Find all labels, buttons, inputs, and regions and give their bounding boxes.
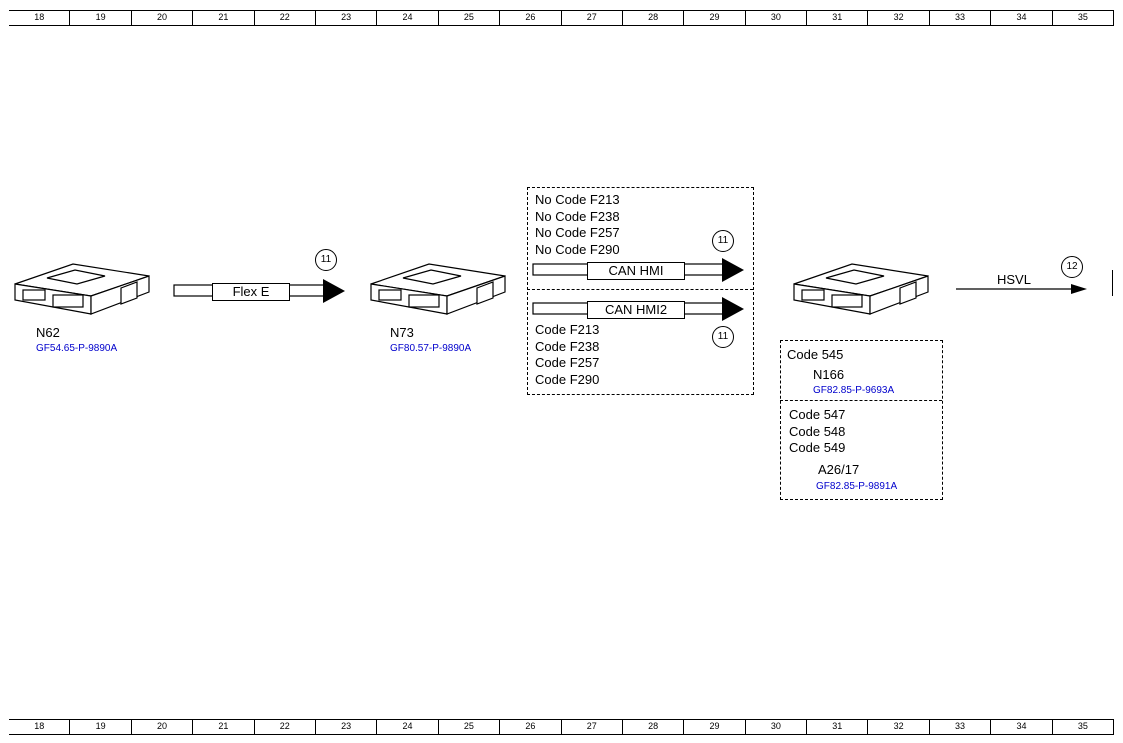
module-n73-ref-link[interactable]: GF80.57-P-9890A [390, 343, 472, 354]
ruler-column-number: 18 [34, 12, 45, 22]
module-n62-ref-link[interactable]: GF54.65-P-9890A [36, 343, 118, 354]
code-list: Code F213 Code F238 Code F257 Code F290 [535, 322, 599, 388]
code-item: Code 548 [789, 423, 846, 439]
ruler-column-number: 28 [621, 11, 683, 25]
ruler-column-number: 35 [1051, 720, 1115, 734]
ruler-column-number: 24 [376, 720, 437, 734]
flex-e-bus-label: Flex E [212, 283, 290, 301]
ruler-column-number: 34 [990, 11, 1051, 25]
ruler-column-number: 19 [69, 720, 130, 734]
no-code-item: No Code F238 [535, 208, 620, 224]
ruler-column-number: 31 [806, 720, 867, 734]
ruler-column-number: 29 [683, 720, 744, 734]
hsvl-bus-label: HSVL [997, 272, 1031, 287]
ruler-column-number: 22 [253, 720, 315, 734]
variant-code-box [780, 340, 943, 500]
no-code-list: No Code F213 No Code F238 No Code F257 N… [535, 192, 620, 258]
ruler-column-number: 21 [192, 720, 253, 734]
ruler-column-number: 27 [560, 11, 622, 25]
sheet-edge-mark [1112, 270, 1113, 296]
ruler-column-number: 22 [253, 11, 315, 25]
ecu-module-n166-icon[interactable] [792, 262, 932, 322]
connector-12-badge[interactable]: 12 [1061, 256, 1083, 278]
ruler-column-number: 25 [437, 720, 499, 734]
ecu-module-n62-icon[interactable] [13, 262, 153, 322]
module-n73-label: N73 [390, 325, 414, 340]
no-code-item: No Code F213 [535, 192, 620, 207]
module-a26-ref-link[interactable]: GF82.85-P-9891A [816, 481, 898, 492]
code-item: Code 547 [789, 407, 846, 422]
no-code-item: No Code F290 [535, 241, 620, 257]
ruler-column-number: 30 [744, 11, 806, 25]
ruler-column-number: 23 [314, 720, 376, 734]
code-item: Code 549 [789, 440, 846, 455]
connector-11-badge[interactable]: 11 [712, 326, 734, 348]
code-item: Code F257 [535, 355, 600, 370]
ruler-column-number: 34 [990, 720, 1051, 734]
ruler-column-number: 32 [867, 11, 928, 25]
ruler-column-number: 32 [867, 720, 928, 734]
module-n166-label: N166 [813, 367, 845, 382]
ruler-column-number: 23 [314, 11, 376, 25]
code-item: Code F290 [535, 371, 600, 387]
ruler-column-number: 24 [376, 11, 437, 25]
module-a26-label: A26/17 [818, 462, 860, 477]
ruler-column-number: 33 [928, 720, 990, 734]
can-box-divider [527, 289, 753, 290]
code-545-label: Code 545 [787, 347, 844, 362]
connector-11-badge[interactable]: 11 [315, 249, 337, 271]
code-item: Code F238 [535, 338, 600, 354]
no-code-item: No Code F257 [535, 225, 620, 240]
hsvl-bus-arrow [956, 284, 1087, 294]
ruler-column-number: 27 [560, 720, 622, 734]
ruler-column-number: 20 [130, 11, 192, 25]
ruler-column-number: 30 [744, 720, 806, 734]
ruler-column-number: 33 [928, 11, 990, 25]
can-hmi-code-box [527, 187, 754, 395]
ecu-module-n73-icon[interactable] [369, 262, 509, 322]
module-n166-ref-link[interactable]: GF82.85-P-9693A [813, 385, 895, 396]
ruler-column-number: 26 [499, 11, 560, 25]
code-item: Code F213 [535, 322, 600, 337]
ruler-column-number: 20 [130, 720, 192, 734]
ruler-column-number: 35 [1051, 11, 1115, 25]
variant-box-divider [780, 400, 942, 401]
ruler-column-number: 19 [69, 11, 130, 25]
can-hmi2-bus-label: CAN HMI2 [587, 301, 685, 319]
ruler-column-number: 21 [192, 11, 253, 25]
ruler-column-number: 18 [34, 721, 45, 731]
ruler-column-number: 25 [437, 11, 499, 25]
code-54x-list: Code 547 Code 548 Code 549 [789, 407, 845, 457]
connector-11-badge[interactable]: 11 [712, 230, 734, 252]
module-n62-label: N62 [36, 325, 60, 340]
ruler-column-number: 29 [683, 11, 744, 25]
ruler-column-number: 31 [806, 11, 867, 25]
can-hmi-bus-label: CAN HMI [587, 262, 685, 280]
ruler-column-number: 26 [499, 720, 560, 734]
ruler-column-number: 28 [621, 720, 683, 734]
